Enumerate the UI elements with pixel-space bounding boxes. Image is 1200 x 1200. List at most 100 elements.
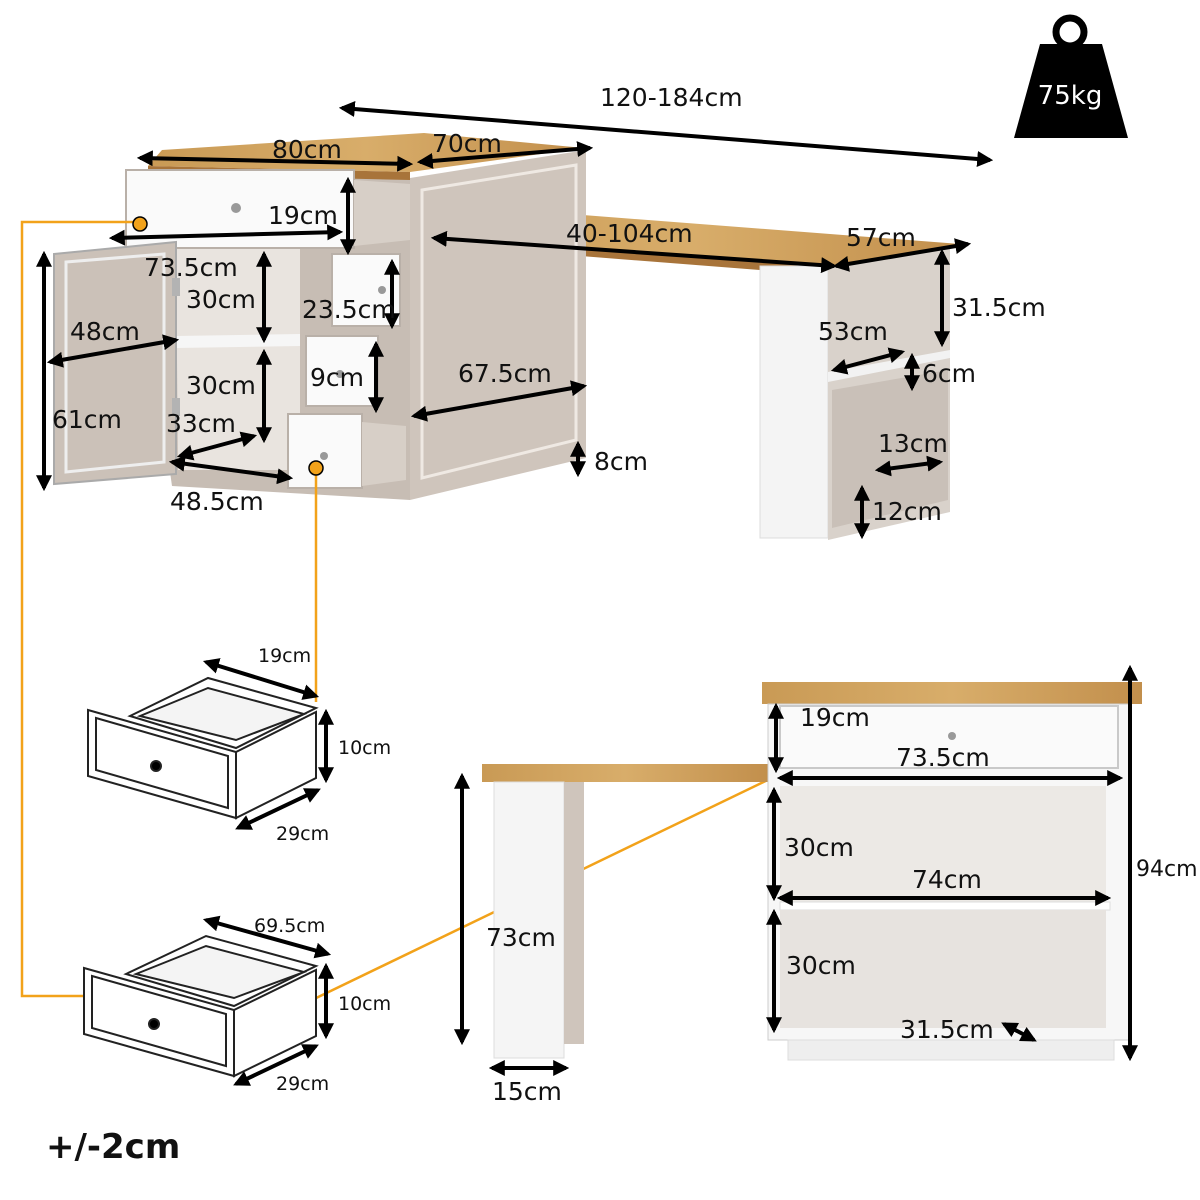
label-front-desk-height: 73cm	[486, 923, 556, 952]
dim-top-width	[136, 150, 414, 172]
dim-top-depth	[416, 141, 594, 169]
dim-cabinet-inner-width	[108, 224, 344, 246]
label-lower-shelf-height: 30cm	[186, 371, 256, 400]
door-hinge-top	[172, 278, 180, 296]
label-front-inner-depth: 31.5cm	[900, 1015, 994, 1044]
large-drawer-drawing	[83, 934, 319, 1078]
label-door-width: 48cm	[70, 317, 140, 346]
front-desk-leg	[493, 781, 565, 1059]
label-small-drawer-depth: 29cm	[276, 823, 329, 845]
label-small-drawer-width: 19cm	[258, 645, 311, 667]
small-drawer-front-inset	[95, 716, 229, 810]
large-drawer-front-inset	[91, 974, 227, 1068]
bottom-drawer-box	[362, 422, 406, 486]
front-view-dims	[454, 664, 1138, 1076]
dim-small-drawer-width	[202, 658, 320, 700]
dim-side-depth	[410, 380, 588, 422]
front-cabinet-top	[762, 682, 1142, 704]
dim-desk-top-width	[832, 238, 972, 272]
dim-front-inner-depth	[1001, 1022, 1037, 1042]
label-small-drawer-height: 23.5cm	[302, 295, 396, 324]
callout-dot-bottom-drawer	[308, 460, 324, 476]
label-shelf-depth: 33cm	[166, 409, 236, 438]
label-front-shelf2-height: 30cm	[786, 951, 856, 980]
dim-extension-length	[430, 230, 838, 274]
callout-dot-top-drawer	[132, 216, 148, 232]
label-top-drawer-height: 19cm	[268, 201, 338, 230]
weight-icon	[1014, 44, 1128, 138]
top-drawer-knob	[231, 203, 241, 213]
label-extension-length: 40-104cm	[566, 219, 693, 248]
dim-overall-width	[338, 101, 994, 167]
label-leg-shelf-width: 53cm	[818, 317, 888, 346]
bottom-drawer	[287, 413, 363, 489]
label-middle-drawer-height: 9cm	[310, 363, 364, 392]
label-front-shelf-width: 74cm	[912, 865, 982, 894]
cabinet-side	[410, 150, 586, 500]
label-overall-width: 120-184cm	[600, 83, 743, 112]
dim-leg-shelf-width	[830, 347, 906, 375]
dim-door-width	[46, 334, 180, 368]
label-leg-bottom-height: 12cm	[872, 497, 942, 526]
label-side-depth: 67.5cm	[458, 359, 552, 388]
dim-base-width	[168, 455, 294, 485]
label-front-shelf1-height: 30cm	[784, 833, 854, 862]
label-small-drawer-height: 10cm	[338, 737, 391, 759]
weight-ring	[1052, 14, 1088, 50]
small-drawer-hole	[150, 760, 162, 772]
label-large-drawer-width: 69.5cm	[254, 915, 325, 937]
cabinet-shelf	[176, 334, 300, 348]
label-cabinet-inner-width: 73.5cm	[144, 253, 238, 282]
cabinet-door-inset	[64, 252, 166, 474]
desk-leg-front	[759, 265, 829, 539]
small-drawer-drawing	[87, 676, 319, 820]
label-desk-top-width: 57cm	[846, 223, 916, 252]
label-plinth-height: 8cm	[594, 447, 648, 476]
top-dimension-labels: 120-184cm 80cm 70cm 19cm 73.5cm 30cm 23.…	[52, 83, 1046, 526]
top-drawer-box	[354, 180, 410, 246]
front-desk-top	[482, 764, 768, 782]
front-cabinet-shelf-2	[780, 910, 1106, 1028]
dim-small-drawer-depth	[235, 788, 321, 830]
dim-large-drawer-depth	[233, 1044, 319, 1086]
large-drawer-hole	[148, 1018, 160, 1030]
large-drawer-inner	[132, 944, 308, 1000]
label-large-drawer-depth: 29cm	[276, 1073, 329, 1095]
callout-top-drawer	[20, 220, 140, 998]
label-leg-bottom-depth: 13cm	[878, 429, 948, 458]
top-dimension-lines	[36, 101, 994, 540]
dim-large-drawer-width	[202, 915, 332, 959]
label-upper-shelf-height: 30cm	[186, 285, 256, 314]
label-front-leg-width: 15cm	[492, 1077, 562, 1106]
small-drawer-knob	[378, 286, 386, 294]
door-hinge-bottom	[172, 398, 180, 416]
label-leg-shelf-height: 31.5cm	[952, 293, 1046, 322]
label-front-drawer-height: 19cm	[800, 703, 870, 732]
front-desk-leg-side	[564, 782, 584, 1044]
label-leg-board: 6cm	[922, 359, 976, 388]
front-drawer-knob	[948, 732, 956, 740]
label-door-height: 61cm	[52, 405, 122, 434]
small-drawer-inner	[136, 686, 308, 742]
dim-leg-bottom-depth	[874, 455, 944, 477]
weight-label: 75kg	[1038, 81, 1103, 111]
large-drawer-dims	[202, 915, 334, 1086]
dim-shelf-depth	[176, 431, 258, 461]
weight-badge: 75kg	[1014, 14, 1128, 138]
front-view-illustration	[482, 682, 1142, 1061]
front-view-labels: 19cm 73.5cm 30cm 74cm 30cm 31.5cm 94cm 7…	[486, 703, 1198, 1106]
middle-drawer-knob	[336, 370, 344, 378]
bottom-drawer-knob	[320, 452, 328, 460]
label-large-drawer-height: 10cm	[338, 993, 391, 1015]
label-front-total-height: 94cm	[1136, 857, 1198, 882]
label-base-width: 48.5cm	[170, 487, 264, 516]
small-drawer-dims	[202, 658, 334, 830]
label-front-drawer-width: 73.5cm	[896, 743, 990, 772]
label-top-depth: 70cm	[432, 129, 502, 158]
front-cabinet-shelf-1	[780, 786, 1106, 902]
front-cabinet-shelf-divider	[779, 901, 1111, 911]
label-top-width: 80cm	[272, 135, 342, 164]
front-cabinet-plinth	[787, 1039, 1115, 1061]
tolerance-note: +/-2cm	[46, 1127, 180, 1167]
